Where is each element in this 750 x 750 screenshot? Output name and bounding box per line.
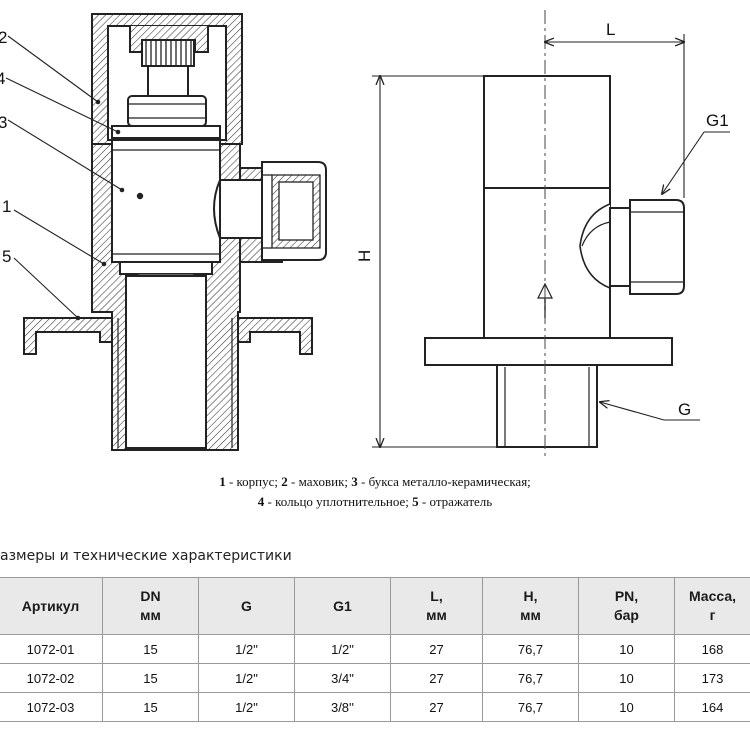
table-row: 1072-01 15 1/2" 1/2" 27 76,7 10 168 <box>0 634 750 664</box>
handwheel-exterior <box>483 75 611 189</box>
cell-article: 1072-01 <box>0 634 103 664</box>
header-g: G <box>198 577 295 635</box>
legend-num: 1 <box>219 474 226 489</box>
legend-text: - отражатель <box>418 494 493 509</box>
hex-nut <box>127 95 207 127</box>
cell-g1: 1/2" <box>294 634 391 664</box>
inlet-bore <box>125 275 207 449</box>
cell-h: 76,7 <box>482 663 579 693</box>
legend-text: - корпус; <box>225 474 282 489</box>
cell-g1: 3/8'' <box>294 692 391 722</box>
cell-g: 1/2" <box>198 634 295 664</box>
cell-pn: 10 <box>578 634 675 664</box>
dim-H-label: H <box>355 250 374 262</box>
cell-pn: 10 <box>578 663 675 693</box>
table-row: 1072-03 15 1/2" 3/8'' 27 76,7 10 164 <box>0 692 750 722</box>
callout-4: 4 <box>0 69 5 88</box>
header-mass: Масса,г <box>674 577 750 635</box>
dim-G-label: G <box>678 400 691 419</box>
legend-line-2: 4 - кольцо уплотнительное; 5 - отражател… <box>0 494 750 510</box>
legend-text: - кольцо уплотнительное; <box>264 494 413 509</box>
cartridge-bushing <box>111 139 221 263</box>
header-h: H,мм <box>482 577 579 635</box>
section-view <box>23 13 327 451</box>
legend-text: - маховик; <box>287 474 352 489</box>
cell-l: 27 <box>390 634 483 664</box>
leader-G <box>600 402 700 421</box>
cell-dn: 15 <box>102 692 199 722</box>
cell-g1: 3/4" <box>294 663 391 693</box>
cell-dn: 15 <box>102 634 199 664</box>
cell-mass: 164 <box>674 692 750 722</box>
legend-num: 5 <box>412 494 419 509</box>
cell-h: 76,7 <box>482 692 579 722</box>
reflector-section <box>23 317 113 355</box>
cell-h: 76,7 <box>482 634 579 664</box>
dim-G1-label: G1 <box>706 111 729 130</box>
bottom-thread-exterior <box>496 364 598 448</box>
cell-g: 1/2" <box>198 663 295 693</box>
seal-ring <box>111 125 221 139</box>
header-g1: G1 <box>294 577 391 635</box>
legend-num: 4 <box>257 494 265 509</box>
header-pn: PN,бар <box>578 577 675 635</box>
callout-2: 2 <box>0 28 7 47</box>
callout-3: 3 <box>0 113 7 132</box>
cell-mass: 173 <box>674 663 750 693</box>
exterior-view <box>424 75 685 448</box>
cell-article: 1072-02 <box>0 663 103 693</box>
legend-line-1: 1 - корпус; 2 - маховик; 3 - букса метал… <box>0 474 750 490</box>
legend-num: 3 <box>351 474 358 489</box>
cell-mass: 168 <box>674 634 750 664</box>
cell-article: 1072-03 <box>0 692 103 722</box>
legend-num: 2 <box>281 474 288 489</box>
side-nut-exterior <box>609 207 631 287</box>
cell-l: 27 <box>390 663 483 693</box>
reflector-exterior <box>424 337 673 366</box>
callout-1: 1 <box>2 197 11 216</box>
dimension-L <box>545 34 684 198</box>
callout-leaders <box>5 35 125 321</box>
header-l: L,мм <box>390 577 483 635</box>
cell-dn: 15 <box>102 663 199 693</box>
cell-l: 27 <box>390 692 483 722</box>
table-title: азмеры и технические характеристики <box>0 548 292 564</box>
cell-pn: 10 <box>578 692 675 722</box>
table-row: 1072-02 15 1/2" 3/4" 27 76,7 10 173 <box>0 663 750 693</box>
legend-text: - букса металло-керамическая; <box>357 474 531 489</box>
dimension-H <box>372 76 497 447</box>
valve-technical-drawing: 2 4 3 1 5 L H <box>0 10 730 456</box>
callout-5: 5 <box>2 247 11 266</box>
dim-L-label: L <box>606 20 615 39</box>
header-article: Артикул <box>0 577 103 635</box>
cell-g: 1/2" <box>198 692 295 722</box>
leader-G1 <box>662 131 730 194</box>
